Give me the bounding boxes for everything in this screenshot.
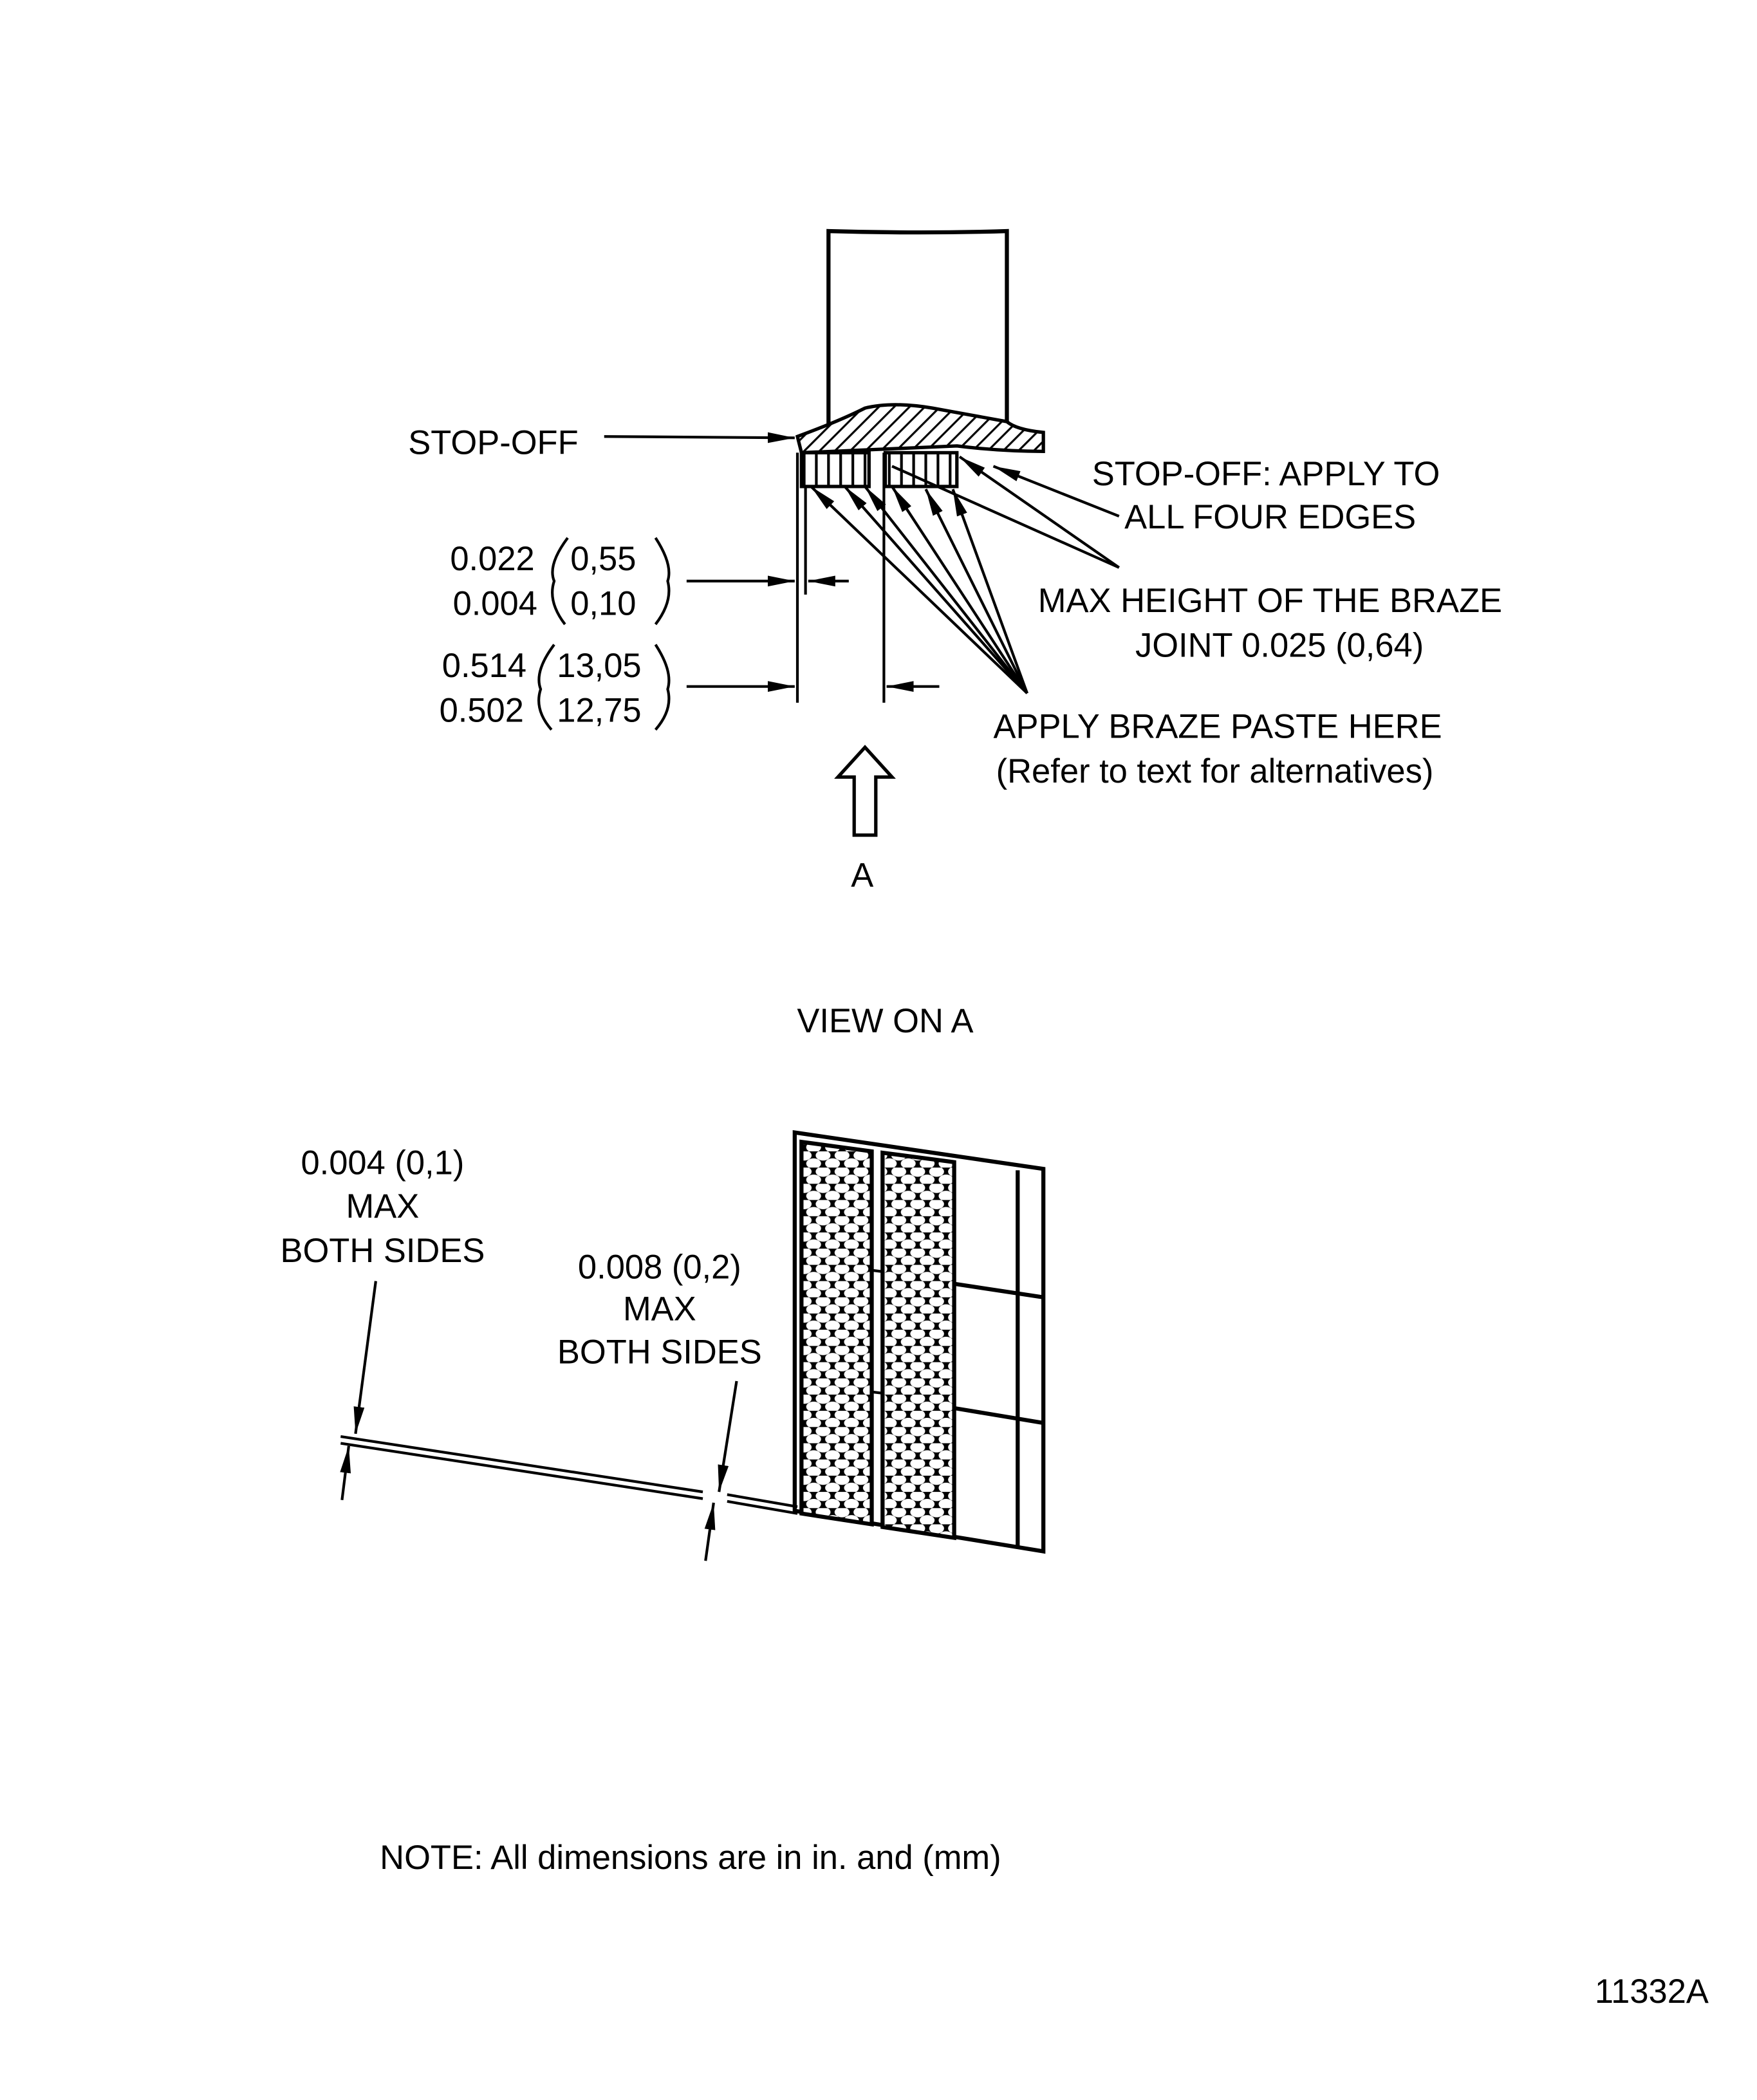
- honeycomb-strip-left: [799, 1139, 874, 1527]
- plate-line: [727, 1493, 798, 1509]
- dim2-mm-max: 13,05: [557, 647, 641, 685]
- plate-line: [727, 1500, 798, 1515]
- gap1-leader: [353, 1281, 377, 1435]
- max-height-label: MAX HEIGHT OF THE BRAZE: [1038, 582, 1502, 620]
- stop-off-edges-leader: [992, 465, 1120, 518]
- honeycomb-strip-right: [880, 1150, 956, 1541]
- braze-fillet-left: [799, 451, 871, 488]
- gap1-label: BOTH SIDES: [280, 1232, 485, 1270]
- gap1-label: 0.004 (0,1): [301, 1144, 464, 1182]
- braze-paste-leaders: [810, 485, 1028, 694]
- section-view: STOP-OFF STOP-OFF: APPLY TO ALL FOUR EDG…: [408, 228, 1502, 894]
- dim1-in-min: 0.004: [453, 584, 537, 622]
- dim2-in-max: 0.514: [442, 647, 526, 685]
- dim1-in-max: 0.022: [450, 540, 534, 578]
- dim2-in-min: 0.502: [440, 691, 524, 729]
- plate-line: [340, 1442, 703, 1500]
- dim1-mm-min: 0,10: [570, 584, 636, 622]
- panel-outline: [792, 1129, 1046, 1554]
- gap1-label: MAX: [346, 1187, 420, 1225]
- view-arrow-label: A: [851, 856, 873, 894]
- braze-fillet-right: [883, 451, 959, 488]
- apply-paste-label: APPLY BRAZE PASTE HERE: [993, 707, 1442, 745]
- gap1-leader: [340, 1445, 351, 1500]
- gap2-leader: [704, 1502, 716, 1561]
- view-title: VIEW ON A: [797, 1002, 973, 1040]
- plate-line: [340, 1435, 703, 1494]
- max-height-label: JOINT 0.025 (0,64): [1135, 626, 1424, 664]
- stop-off-hatched-flange: [795, 403, 1045, 455]
- gap2-leader: [718, 1380, 738, 1492]
- gap2-label: 0.008 (0,2): [578, 1248, 741, 1286]
- blade-column: [826, 228, 1009, 436]
- stop-off-leader: [604, 432, 795, 443]
- view-a-arrow-icon: [834, 745, 896, 837]
- apply-paste-note: (Refer to text for alternatives): [996, 752, 1434, 790]
- view-on-a: VIEW ON A 0.004 (0,1) MAX BOTH SIDES 0.0…: [280, 1002, 1046, 1561]
- dim1-mm-max: 0,55: [570, 540, 636, 578]
- gap2-label: MAX: [623, 1290, 696, 1328]
- gap2-label: BOTH SIDES: [557, 1333, 762, 1371]
- stop-off-edges-label: ALL FOUR EDGES: [1124, 498, 1416, 536]
- stop-off-label: STOP-OFF: [408, 424, 578, 462]
- stop-off-edges-label: STOP-OFF: APPLY TO: [1092, 455, 1440, 493]
- max-height-leader: [891, 465, 1120, 569]
- dim2-mm-min: 12,75: [557, 691, 641, 729]
- dimension-note: NOTE: All dimensions are in in. and (mm): [380, 1839, 1001, 1877]
- max-height-leader: [958, 455, 1120, 569]
- figure-number: 11332A: [1595, 1973, 1709, 2011]
